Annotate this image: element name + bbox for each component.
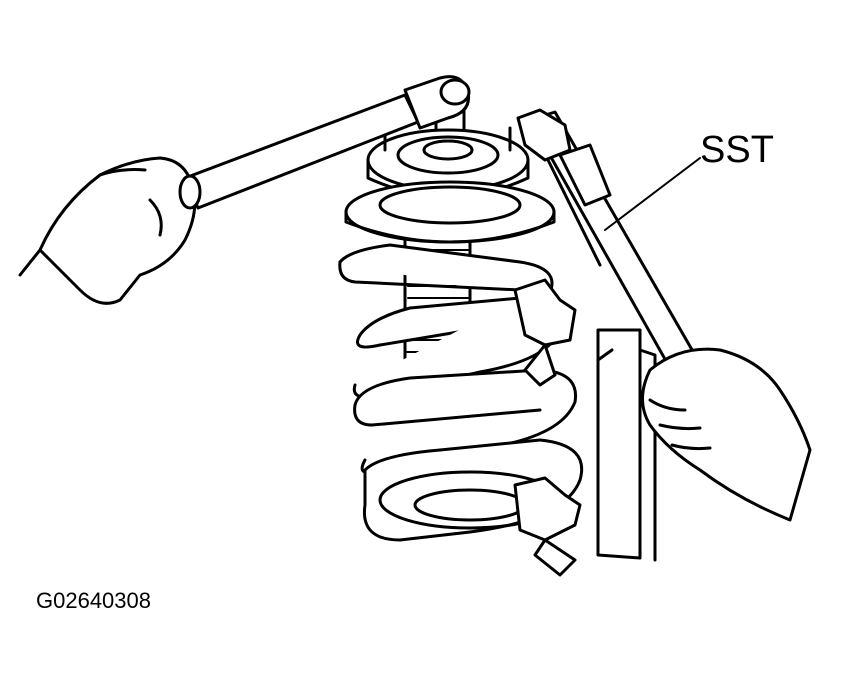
right-hand (641, 347, 812, 522)
left-hand (18, 156, 197, 305)
spring-compressor (513, 278, 582, 577)
strut-bracket (596, 328, 657, 562)
wrench (178, 75, 471, 210)
upper-support (366, 126, 530, 198)
sst-tool (516, 108, 697, 370)
spring-seat (344, 180, 556, 244)
sst-leader-line (604, 157, 701, 231)
figure-id: G02640308 (36, 588, 151, 613)
sst-label: SST (700, 129, 774, 171)
